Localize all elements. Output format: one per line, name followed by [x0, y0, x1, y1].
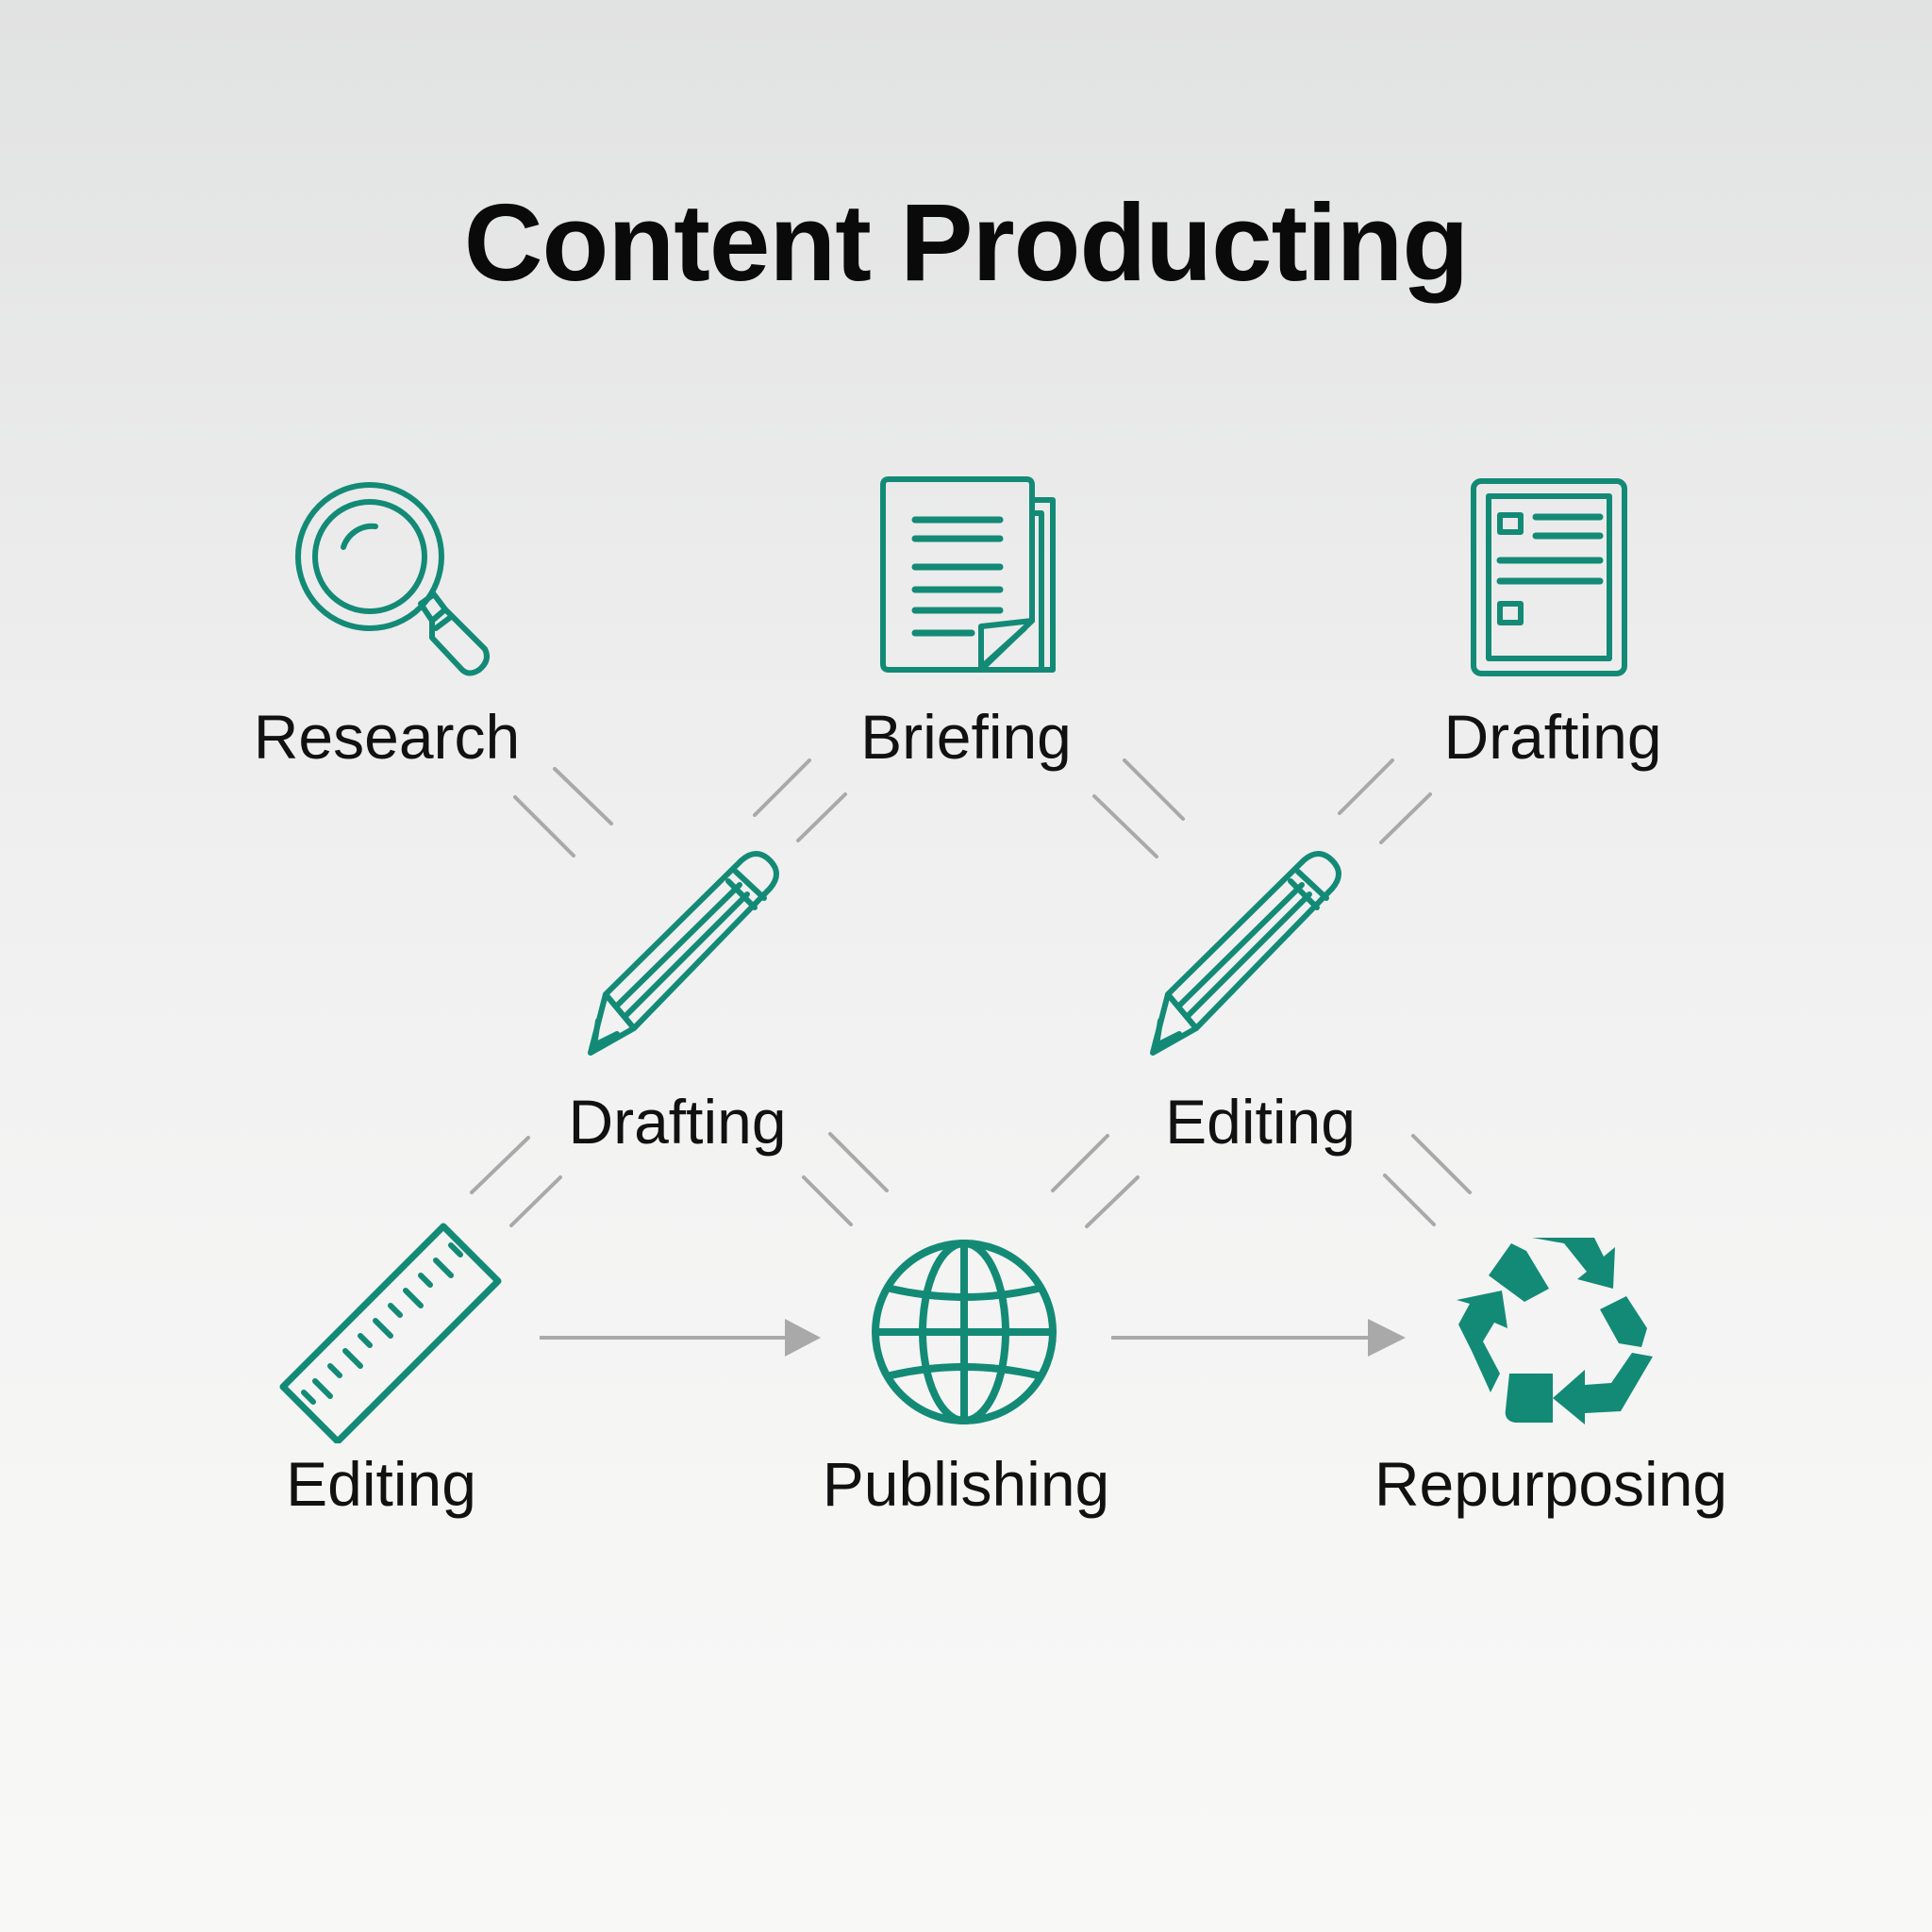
- node-label-editing-middle: Editing: [1165, 1087, 1356, 1157]
- node-label-publishing: Publishing: [822, 1449, 1110, 1519]
- node-label-drafting-middle: Drafting: [568, 1087, 787, 1157]
- diagram-title: Content Producting: [463, 181, 1470, 304]
- recycle-icon: [1457, 1238, 1653, 1424]
- connector-drafting-editing-left: [470, 1136, 562, 1227]
- document-icon: [880, 476, 1056, 673]
- globe-icon: [872, 1240, 1057, 1424]
- node-label-repurposing: Repurposing: [1374, 1449, 1728, 1519]
- connector-drafting-editing: [1338, 758, 1432, 844]
- connector-briefing-drafting: [753, 758, 847, 842]
- ruler-icon: [279, 1223, 502, 1443]
- pencil-icon: [588, 851, 779, 1056]
- connector-editing-repurposing: [1383, 1134, 1472, 1226]
- pencil-icon: [1150, 851, 1341, 1056]
- node-label-editing-bottom: Editing: [286, 1449, 476, 1519]
- form-document-icon: [1471, 478, 1627, 676]
- magnifier-icon: [295, 482, 490, 676]
- node-label-briefing: Briefing: [860, 702, 1072, 772]
- arrow-editing-publishing: [540, 1319, 821, 1357]
- connector-editing-publishing: [1051, 1134, 1140, 1228]
- connector-research-drafting: [513, 767, 613, 858]
- connector-drafting-publishing: [802, 1132, 889, 1226]
- node-label-research: Research: [253, 702, 521, 772]
- node-label-drafting-top: Drafting: [1443, 702, 1662, 772]
- connector-briefing-editing: [1092, 758, 1185, 858]
- arrow-publishing-repurposing: [1111, 1319, 1406, 1357]
